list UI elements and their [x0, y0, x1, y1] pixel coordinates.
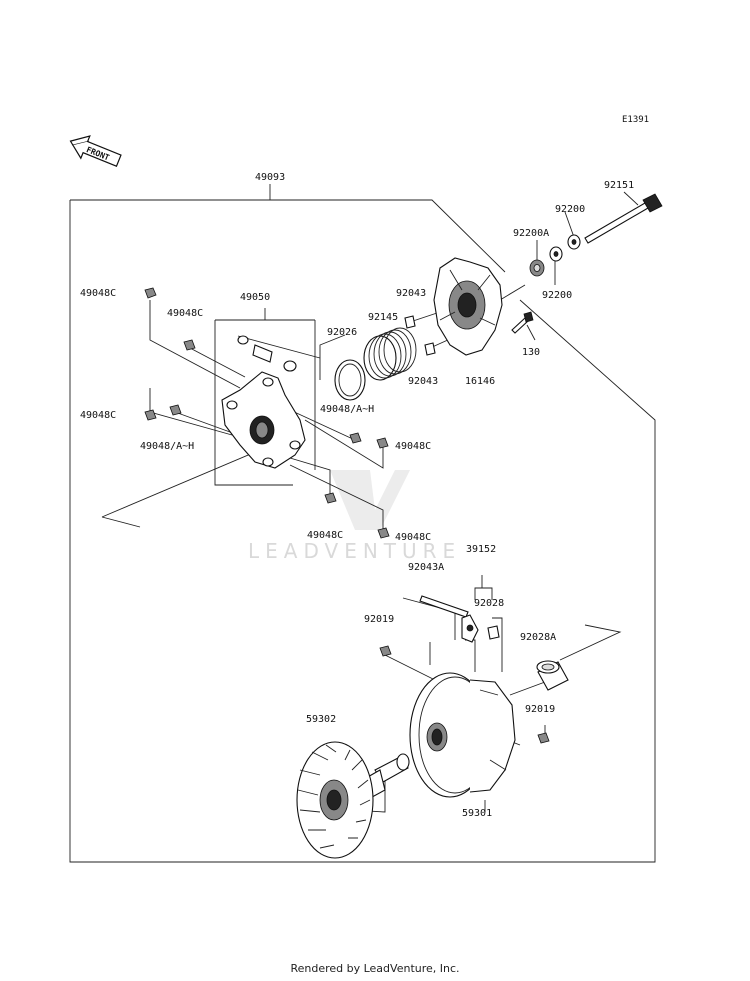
- weight-arm-39152: [461, 614, 479, 643]
- label-130: 130: [522, 347, 540, 358]
- ring-92026: [334, 359, 366, 401]
- bolt-92151: [584, 193, 663, 244]
- nut-49048c-4: [376, 437, 389, 449]
- label-92028: 92028: [474, 598, 504, 609]
- label-92043-top: 92043: [396, 288, 426, 299]
- shaft-92043a: [419, 595, 469, 618]
- spider-16146: [433, 257, 503, 356]
- bracket-49050: [221, 371, 306, 469]
- nut-49048c-1: [144, 287, 157, 299]
- label-92019-top: 92019: [364, 614, 394, 625]
- label-92151: 92151: [604, 180, 634, 191]
- label-49048c-2: 49048C: [167, 308, 203, 319]
- nut-49048c-3: [144, 409, 157, 421]
- roller-92028: [487, 625, 500, 640]
- label-49050: 49050: [240, 292, 270, 303]
- watermark: LEADVENTURE: [248, 470, 461, 563]
- label-49048c-1: 49048C: [80, 288, 116, 299]
- label-92200a: 92200A: [513, 228, 549, 239]
- nut-49048ah-2: [349, 432, 362, 444]
- washer-92200: [549, 234, 581, 262]
- label-92043-bottom: 92043: [408, 376, 438, 387]
- label-49093: 49093: [255, 172, 285, 183]
- label-92028a: 92028A: [520, 632, 556, 643]
- diagram-code: E1391: [622, 115, 649, 125]
- label-49048c-5: 49048C: [307, 530, 343, 541]
- nut-92019-top: [379, 645, 392, 657]
- label-92145: 92145: [368, 312, 398, 323]
- label-49048c-3: 49048C: [80, 410, 116, 421]
- label-92019-bottom: 92019: [525, 704, 555, 715]
- nut-92019-bottom: [537, 732, 550, 744]
- watermark-text: LEADVENTURE: [248, 539, 461, 563]
- label-59302: 59302: [306, 714, 336, 725]
- label-49048c-4: 49048C: [395, 441, 431, 452]
- label-16146: 16146: [465, 376, 495, 387]
- label-49048ah-2: 49048/A~H: [140, 441, 194, 452]
- assembly-frame: [69, 184, 656, 863]
- bushing-92028a: [536, 660, 569, 691]
- pin-92043-top: [404, 315, 416, 329]
- label-59301: 59301: [462, 808, 492, 819]
- washer-92200a: [529, 259, 545, 277]
- nut-49048c-6: [377, 527, 390, 539]
- nut-49048c-5: [324, 492, 337, 504]
- spring-92145: [363, 327, 417, 381]
- movable-sheave-59301: [409, 672, 516, 798]
- label-92043a: 92043A: [408, 562, 444, 573]
- label-92200-bottom: 92200: [542, 290, 572, 301]
- nut-49048ah-1: [169, 404, 182, 416]
- pin-92043-bottom: [424, 342, 436, 356]
- nut-49048c-2: [183, 339, 196, 351]
- bolt-130: [511, 311, 534, 334]
- label-49048ah-1: 49048/A~H: [320, 404, 374, 415]
- label-92026: 92026: [327, 327, 357, 338]
- label-39152: 39152: [466, 544, 496, 555]
- footer-credit: Rendered by LeadVenture, Inc.: [290, 962, 460, 975]
- label-92200-top: 92200: [555, 204, 585, 215]
- front-arrow-icon: FRONT: [69, 135, 122, 167]
- label-49048c-6: 49048C: [395, 532, 431, 543]
- bracket-kit-parts: [237, 335, 297, 372]
- fixed-sheave-59302: [296, 741, 410, 859]
